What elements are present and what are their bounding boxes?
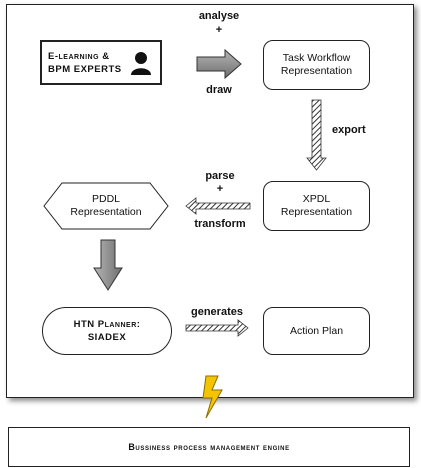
plus-label-1: +: [215, 24, 223, 36]
parse-transform-arrow: [185, 197, 251, 215]
analyse-label: analyse: [198, 10, 240, 22]
experts-label-line2: BPM EXPERTS: [48, 63, 122, 75]
action-plan-node: Action Plan: [263, 307, 370, 355]
experts-box: E-learning & BPM EXPERTS: [40, 40, 162, 85]
pddl-node: PDDL Representation: [62, 184, 150, 228]
xpdl-line1: XPDL: [302, 193, 331, 205]
generates-label: generates: [191, 306, 243, 318]
lightning-bolt-icon: [202, 375, 223, 419]
analyse-draw-arrow: [196, 48, 242, 80]
transform-label: transform: [194, 218, 246, 230]
generates-arrow: [185, 319, 249, 337]
pddl-line2: Representation: [70, 206, 142, 218]
task-workflow-line1: Task Workflow: [282, 52, 351, 64]
action-plan-label: Action Plan: [289, 324, 344, 337]
person-icon: [131, 52, 151, 75]
htn-line2: SIADEX: [87, 332, 127, 343]
htn-line1: HTN Planner:: [73, 319, 141, 330]
task-workflow-line2: Representation: [280, 65, 353, 77]
task-workflow-node: Task Workflow Representation: [263, 40, 370, 90]
bpm-engine-label: Bussiness process management engine: [128, 441, 290, 452]
export-arrow: [306, 99, 327, 171]
parse-label: parse: [205, 170, 235, 182]
xpdl-node: XPDL Representation: [263, 181, 370, 231]
export-label: export: [332, 124, 366, 136]
draw-label: draw: [206, 84, 232, 96]
bpm-engine-bar: Bussiness process management engine: [8, 427, 410, 467]
pddl-line1: PDDL: [91, 193, 120, 205]
xpdl-line2: Representation: [280, 206, 353, 218]
plus-label-2: +: [216, 183, 224, 195]
pddl-to-htn-arrow: [93, 239, 123, 291]
htn-planner-node: HTN Planner: SIADEX: [42, 307, 172, 355]
experts-label-line1: E-learning &: [48, 50, 110, 62]
